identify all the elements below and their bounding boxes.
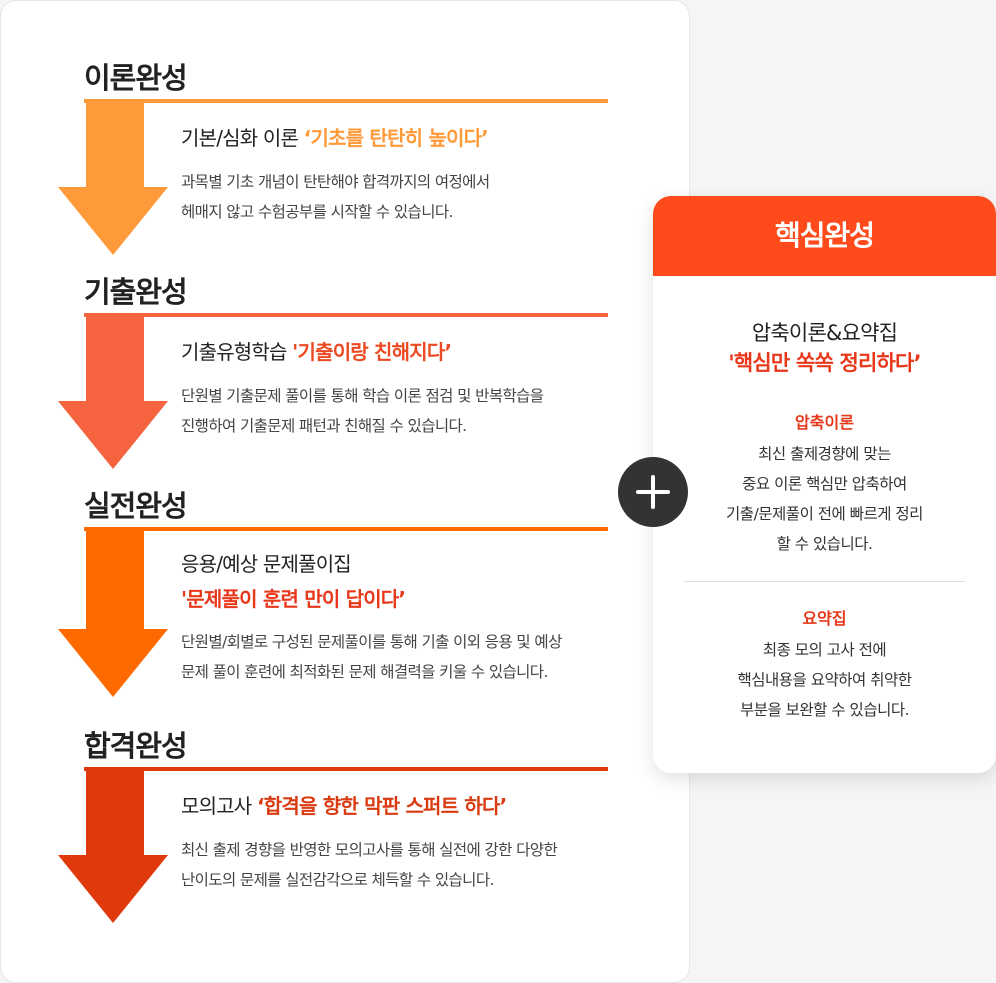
- down-arrow-icon: [58, 101, 168, 255]
- section-line: 부분을 보완할 수 있습니다.: [739, 701, 910, 719]
- down-arrow-icon: [58, 769, 168, 923]
- step-heading-prefix: 기출유형학습: [181, 340, 293, 364]
- section-text: 최신 출제경향에 맞는 중요 이론 핵심만 압축하여 기출/문제풀이 전에 빠르…: [653, 439, 996, 559]
- step-heading: 기본/심화 이론 ‘기초를 탄탄히 높이다’: [181, 123, 489, 154]
- core-card-body: 압축이론&요약집 '핵심만 쏙쏙 정리하다’ 압축이론 최신 출제경향에 맞는 …: [653, 318, 996, 725]
- step-heading-accent: ‘합격을 향한 막판 스퍼트 하다’: [256, 794, 507, 818]
- section-line: 기출/문제풀이 전에 빠르게 정리: [726, 505, 923, 523]
- step-heading: 응용/예상 문제풀이집 '문제풀이 훈련 만이 답이다’: [181, 549, 406, 615]
- step-heading: 모의고사 ‘합격을 향한 막판 스퍼트 하다’: [181, 791, 507, 822]
- section-divider: [684, 581, 965, 582]
- plus-icon: [618, 457, 688, 527]
- section-label-compressed: 압축이론: [795, 413, 854, 432]
- step-description: 과목별 기초 개념이 탄탄해야 합격까지의 여정에서 헤매지 않고 수험공부를 …: [181, 167, 651, 227]
- step-title: 합격완성: [84, 729, 188, 763]
- desc-line: 단원별/회별로 구성된 문제풀이를 통해 기출 이외 응용 및 예상: [181, 633, 562, 651]
- step-heading-prefix: 모의고사: [181, 794, 257, 818]
- desc-line: 과목별 기초 개념이 탄탄해야 합격까지의 여정에서: [181, 173, 490, 191]
- section-line: 최신 출제경향에 맞는: [758, 445, 891, 463]
- down-arrow-icon: [58, 529, 168, 697]
- step-title: 실전완성: [84, 489, 188, 523]
- section-line: 핵심내용을 요약하여 취약한: [737, 671, 912, 689]
- step-heading-accent: '문제풀이 훈련 만이 답이다’: [181, 587, 406, 611]
- section-label-summary: 요약집: [802, 609, 847, 628]
- step-description: 단원별/회별로 구성된 문제풀이를 통해 기출 이외 응용 및 예상 문제 풀이…: [181, 627, 651, 687]
- step-final: 합격완성 모의고사 ‘합격을 향한 막판 스퍼트 하다’ 최신 출제 경향을 반…: [1, 723, 689, 953]
- desc-line: 진행하여 기출문제 패턴과 친해질 수 있습니다.: [181, 417, 467, 435]
- core-card-accent: '핵심만 쏙쏙 정리하다’: [728, 351, 921, 375]
- desc-line: 문제 풀이 훈련에 최적화된 문제 해결력을 키울 수 있습니다.: [181, 663, 548, 681]
- step-title: 이론완성: [84, 61, 188, 95]
- step-heading-prefix: 응용/예상 문제풀이집: [181, 552, 352, 576]
- core-card: 핵심완성 압축이론&요약집 '핵심만 쏙쏙 정리하다’ 압축이론 최신 출제경향…: [653, 196, 996, 773]
- step-divider: [84, 313, 608, 317]
- step-title: 기출완성: [84, 275, 188, 309]
- desc-line: 헤매지 않고 수험공부를 시작할 수 있습니다.: [181, 203, 453, 221]
- step-divider: [84, 99, 608, 103]
- desc-line: 최신 출제 경향을 반영한 모의고사를 통해 실전에 강한 다양한: [181, 841, 558, 859]
- step-description: 최신 출제 경향을 반영한 모의고사를 통해 실전에 강한 다양한 난이도의 문…: [181, 835, 651, 895]
- step-heading-accent: ‘기초를 탄탄히 높이다’: [303, 126, 489, 150]
- section-line: 최종 모의 고사 전에: [762, 641, 887, 659]
- step-theory: 이론완성 기본/심화 이론 ‘기초를 탄탄히 높이다’ 과목별 기초 개념이 탄…: [1, 55, 689, 285]
- step-practice: 실전완성 응용/예상 문제풀이집 '문제풀이 훈련 만이 답이다’ 단원별/회별…: [1, 483, 689, 713]
- step-description: 단원별 기출문제 풀이를 통해 학습 이론 점검 및 반복학습을 진행하여 기출…: [181, 381, 651, 441]
- step-heading-prefix: 기본/심화 이론: [181, 126, 304, 150]
- down-arrow-icon: [58, 315, 168, 469]
- section-text: 최종 모의 고사 전에 핵심내용을 요약하여 취약한 부분을 보완할 수 있습니…: [653, 635, 996, 725]
- step-divider: [84, 767, 608, 771]
- core-card-title: 핵심완성: [653, 196, 996, 276]
- process-card: 이론완성 기본/심화 이론 ‘기초를 탄탄히 높이다’ 과목별 기초 개념이 탄…: [0, 0, 690, 983]
- step-past-exams: 기출완성 기출유형학습 '기출이랑 친해지다’ 단원별 기출문제 풀이를 통해 …: [1, 269, 689, 499]
- step-heading: 기출유형학습 '기출이랑 친해지다’: [181, 337, 452, 368]
- step-divider: [84, 527, 608, 531]
- section-line: 할 수 있습니다.: [776, 535, 873, 553]
- step-heading-accent: '기출이랑 친해지다’: [292, 340, 452, 364]
- section-line: 중요 이론 핵심만 압축하여: [742, 475, 907, 493]
- desc-line: 난이도의 문제를 실전감각으로 체득할 수 있습니다.: [181, 871, 494, 889]
- core-card-subtitle: 압축이론&요약집: [751, 321, 898, 345]
- desc-line: 단원별 기출문제 풀이를 통해 학습 이론 점검 및 반복학습을: [181, 387, 544, 405]
